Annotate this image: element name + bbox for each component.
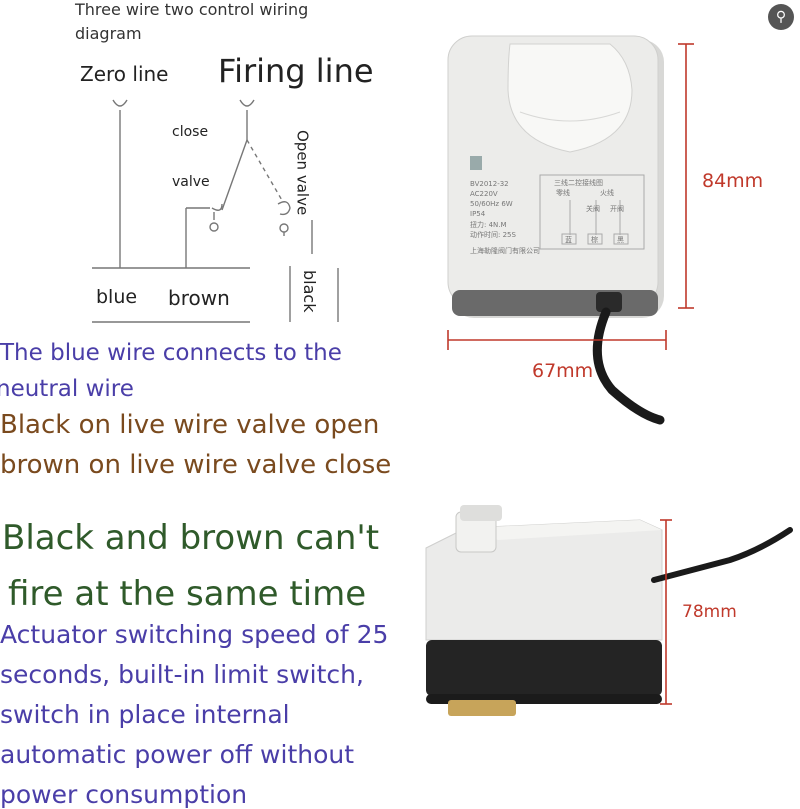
plate-model: BV2012-32 (470, 180, 509, 188)
plate-torque: 扭力: 4N.M (470, 221, 507, 229)
desc-line-9: switch in place internal (0, 700, 290, 729)
plate-open-valve: 开阀 (610, 205, 624, 213)
desc-line-3: Black on live wire valve open (0, 410, 380, 440)
plate-time: 动作时间: 25S (470, 231, 516, 239)
desc-line-4: brown on live wire valve close (0, 450, 392, 480)
dimension-height-bottom: 78mm (682, 602, 737, 622)
desc-line-6: fire at the same time (8, 574, 367, 614)
plate-freq: 50/60Hz 6W (470, 200, 513, 208)
plate-diagram-title: 三线二控接线图 (554, 179, 603, 187)
close-label: close (172, 124, 209, 140)
diagram-title-line1: Three wire two control wiring (75, 0, 309, 19)
plate-voltage: AC220V (470, 190, 498, 198)
desc-line-1: The blue wire connects to the (0, 340, 342, 366)
valve-label: valve (172, 174, 210, 190)
firing-line-label: Firing line (218, 52, 374, 90)
desc-line-5: Black and brown can't (2, 518, 380, 558)
desc-line-11: power consumption (0, 780, 248, 809)
plate-brown: 棕 (591, 236, 598, 244)
dimension-height-top: 84mm (702, 170, 764, 192)
plate-blue: 蓝 (565, 236, 572, 244)
plate-close-valve: 关阀 (586, 205, 600, 213)
plate-maker: 上海勒隆阀门有限公司 (470, 247, 540, 255)
actuator-top-view (447, 35, 665, 425)
dimension-width-top: 67mm (532, 360, 594, 382)
actuator-side-view (425, 505, 793, 716)
desc-line-7: Actuator switching speed of 25 (0, 620, 389, 649)
diagram-title-line2: diagram (75, 24, 142, 43)
plate-ip: IP54 (470, 210, 486, 218)
plate-zero: 零线 (556, 189, 570, 197)
desc-line-2: neutral wire (0, 376, 134, 402)
wire-black-label: black (300, 270, 319, 313)
zero-line-label: Zero line (80, 62, 169, 86)
plate-fire: 火线 (600, 189, 614, 197)
lens-icon[interactable]: ⚲ (768, 4, 794, 30)
open-valve-label: Open valve (293, 130, 312, 216)
desc-line-10: automatic power off without (0, 740, 355, 769)
desc-line-8: seconds, built-in limit switch, (0, 660, 364, 689)
wire-brown-label: brown (168, 286, 230, 310)
wire-blue-label: blue (96, 286, 138, 308)
plate-black: 黑 (617, 236, 624, 244)
